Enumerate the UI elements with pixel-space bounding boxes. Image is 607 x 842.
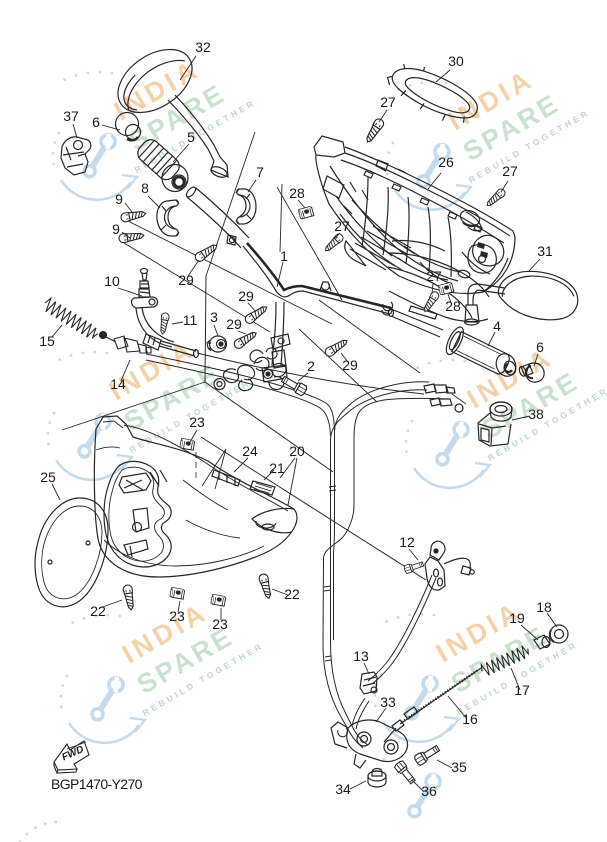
svg-text:6: 6	[92, 114, 100, 130]
svg-text:30: 30	[448, 53, 464, 69]
svg-text:10: 10	[104, 273, 120, 289]
svg-text:33: 33	[380, 694, 396, 710]
svg-text:23: 23	[169, 608, 185, 624]
svg-text:29: 29	[342, 357, 358, 373]
svg-text:21: 21	[269, 460, 285, 476]
svg-text:29: 29	[238, 288, 254, 304]
svg-text:37: 37	[63, 108, 79, 124]
svg-text:19: 19	[509, 610, 525, 626]
svg-text:16: 16	[462, 711, 478, 727]
svg-text:6: 6	[536, 339, 544, 355]
svg-text:11: 11	[183, 312, 198, 328]
svg-text:15: 15	[39, 333, 55, 349]
svg-text:25: 25	[40, 469, 56, 485]
svg-text:3: 3	[210, 309, 218, 325]
svg-text:17: 17	[514, 682, 530, 698]
svg-text:34: 34	[335, 781, 351, 797]
svg-text:5: 5	[187, 129, 195, 145]
svg-text:27: 27	[502, 163, 518, 179]
svg-text:29: 29	[226, 316, 242, 332]
svg-text:31: 31	[537, 243, 553, 259]
svg-text:28: 28	[445, 298, 461, 314]
svg-text:38: 38	[528, 406, 544, 422]
svg-text:28: 28	[289, 185, 305, 201]
svg-text:35: 35	[451, 759, 467, 775]
svg-text:1: 1	[280, 248, 288, 264]
svg-text:27: 27	[426, 268, 442, 284]
svg-text:2: 2	[307, 358, 315, 374]
svg-text:24: 24	[242, 443, 258, 459]
svg-text:12: 12	[399, 534, 415, 550]
svg-text:22: 22	[90, 603, 106, 619]
svg-text:20: 20	[289, 443, 305, 459]
svg-text:18: 18	[536, 599, 552, 615]
svg-text:9: 9	[115, 191, 123, 207]
svg-text:29: 29	[178, 272, 194, 288]
svg-text:14: 14	[110, 376, 126, 392]
svg-text:4: 4	[493, 318, 501, 334]
svg-text:BGP1470-Y270: BGP1470-Y270	[51, 776, 143, 792]
svg-text:27: 27	[334, 218, 350, 234]
svg-text:27: 27	[380, 94, 396, 110]
svg-text:23: 23	[189, 414, 205, 430]
svg-text:8: 8	[141, 180, 149, 196]
svg-text:13: 13	[353, 648, 369, 664]
svg-text:23: 23	[212, 616, 228, 632]
svg-text:36: 36	[421, 783, 437, 799]
svg-text:32: 32	[195, 39, 211, 55]
svg-text:22: 22	[284, 586, 300, 602]
svg-text:7: 7	[256, 164, 264, 180]
svg-text:26: 26	[438, 154, 454, 170]
svg-text:9: 9	[112, 221, 120, 237]
